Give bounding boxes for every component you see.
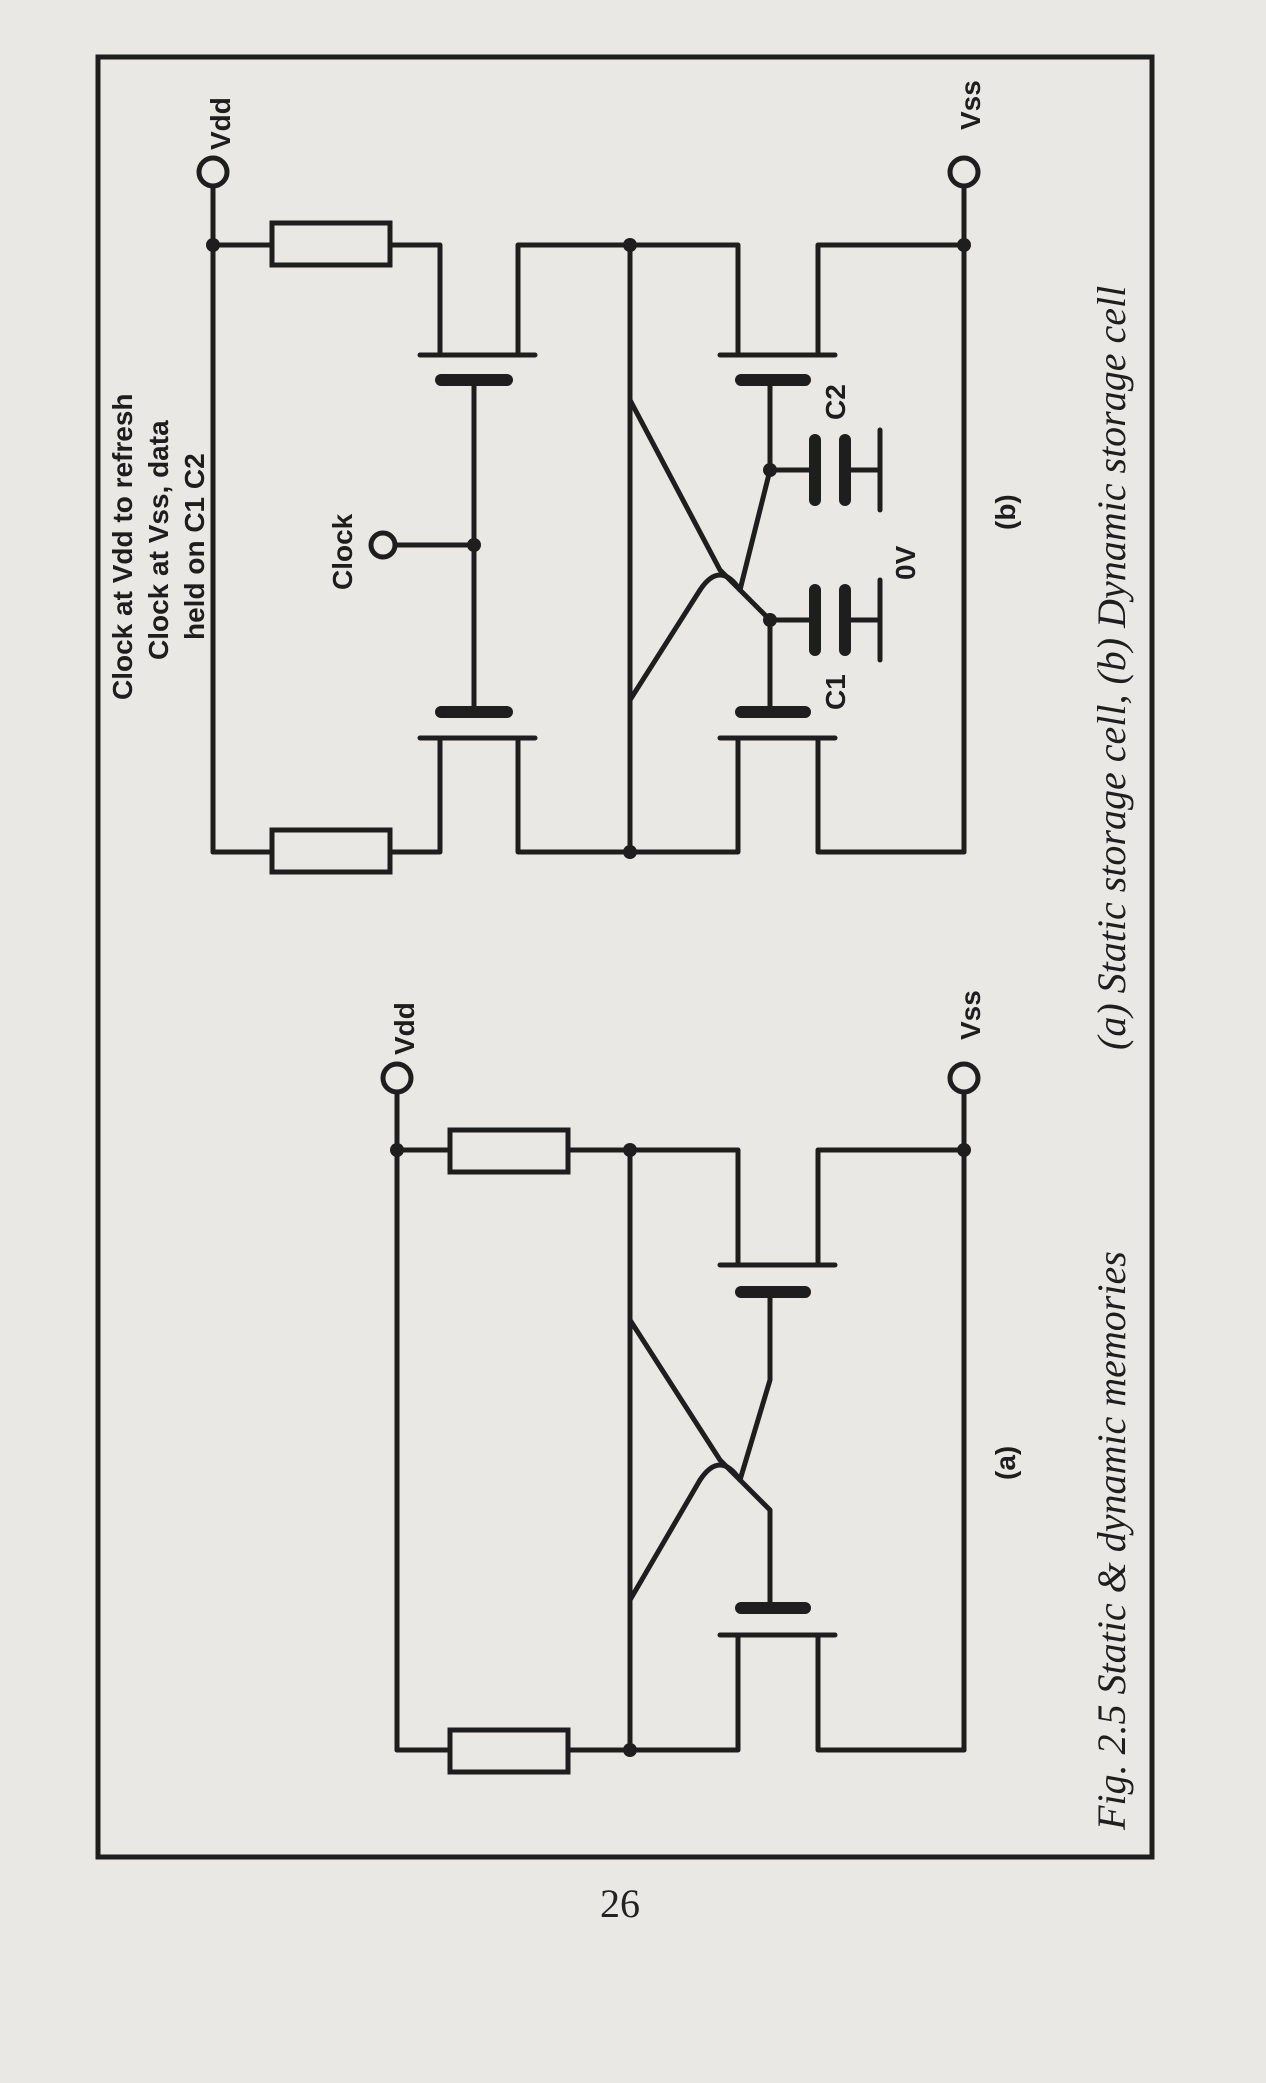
vss-label-a: Vss	[955, 990, 986, 1040]
vss-terminal-a	[947, 1061, 981, 1095]
caption-sub: (a) Static storage cell, (b) Dynamic sto…	[1089, 286, 1134, 1050]
note-line-1: Clock at Vdd to refresh	[107, 393, 138, 700]
dynamic-storage-cell	[196, 155, 981, 875]
figure-frame	[95, 54, 1155, 1860]
vdd-label-b: Vdd	[205, 97, 236, 150]
vdd-label-a: Vdd	[389, 1002, 420, 1055]
c2-label: C2	[820, 384, 851, 420]
c1-label: C1	[820, 674, 851, 710]
clock-label: Clock	[327, 513, 358, 590]
resistor-top-b	[269, 220, 393, 268]
static-storage-cell	[380, 1061, 981, 1775]
resistor-bottom-b	[269, 827, 393, 875]
cell-a-label: (a)	[990, 1446, 1021, 1480]
vdd-terminal-a	[380, 1061, 414, 1095]
vss-terminal-b	[947, 155, 981, 189]
clock-terminal	[368, 530, 398, 560]
page-number: 26	[600, 1881, 640, 1926]
resistor-bottom-a	[447, 1727, 571, 1775]
cell-b-label: (b)	[990, 494, 1021, 530]
note-line-2: Clock at Vss, data	[143, 420, 174, 660]
caption-main: Fig. 2.5 Static & dynamic memories	[1089, 1251, 1134, 1831]
resistor-top-a	[447, 1127, 571, 1175]
note-line-3: held on C1 C2	[179, 453, 210, 640]
ground-label: 0V	[890, 545, 921, 580]
vss-label-b: Vss	[955, 80, 986, 130]
vdd-terminal-b	[196, 155, 230, 189]
